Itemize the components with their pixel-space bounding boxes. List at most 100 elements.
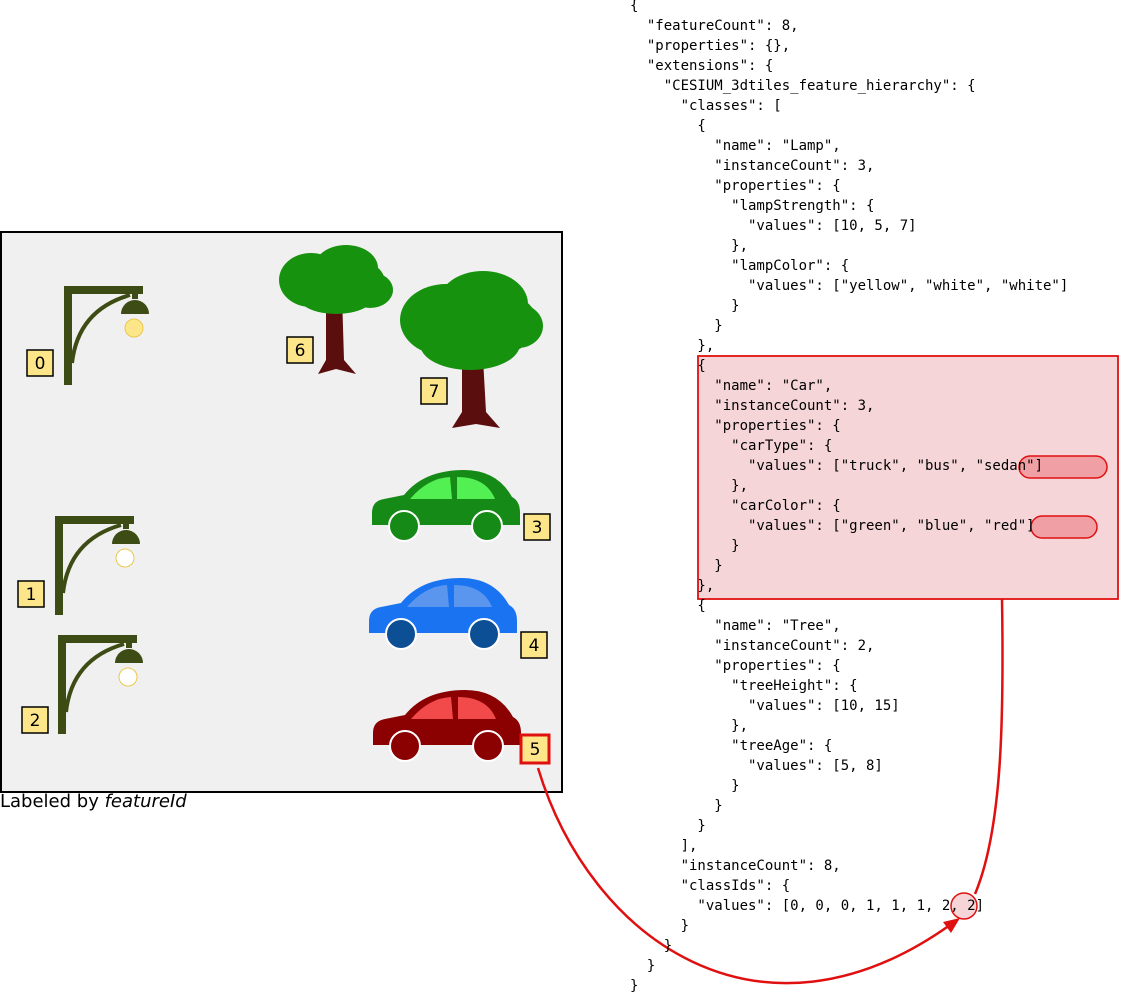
code-line: } [630,798,723,814]
code-line: } [630,318,723,334]
code-line: "instanceCount": 8, [630,858,841,874]
feature-label-text: 2 [30,711,41,731]
feature-label-text: 5 [530,740,541,760]
code-line: }, [630,338,715,354]
tree-trunk [318,295,356,374]
car-4 [369,578,517,650]
code-line: } [630,958,656,974]
lamp-1 [59,518,140,615]
car-wheel [468,618,500,650]
code-line: "extensions": { [630,58,774,74]
code-line: { [630,598,706,614]
code-line: } [630,538,740,554]
token-highlight-sedan [1018,455,1108,479]
tree-foliage [279,245,393,314]
code-line: "treeAge": { [630,738,833,754]
code-line: "values": ["yellow", "white", "white"] [630,278,1069,294]
code-line: } [630,938,673,954]
feature-label-0: 0 [26,349,54,377]
feature-label-5: 5 [519,733,551,765]
code-line: "values": [0, 0, 0, 1, 1, 1, 2, 2] [630,898,985,914]
code-line: "properties": { [630,418,841,434]
code-line: "name": "Car", [630,378,833,394]
feature-label-text: 4 [529,636,540,656]
code-line: "values": ["green", "blue", "red"] [630,518,1035,534]
code-line: { [630,0,639,14]
feature-label-7: 7 [420,377,448,405]
lamp-bulb-white [115,548,135,568]
car-window [407,585,449,607]
feature-label-2: 2 [21,706,49,734]
code-line: } [630,558,723,574]
code-line: "values": ["truck", "bus", "sedan"] [630,458,1044,474]
code-line: { [630,358,706,374]
code-line: }, [630,578,715,594]
token-highlight-classid [950,892,978,920]
car-window [410,477,452,499]
lamp-bulb-white [118,667,138,687]
code-line: "carType": { [630,438,833,454]
code-line: "values": [5, 8] [630,758,883,774]
arrow-feature-to-classid [536,767,960,985]
lamp-0 [68,288,149,385]
code-line: "instanceCount": 3, [630,158,875,174]
code-line: ], [630,838,698,854]
feature-label-text: 1 [26,585,37,605]
feature-label-1: 1 [17,580,45,608]
code-line: "classes": [ [630,98,782,114]
feature-label-text: 0 [35,354,46,374]
code-line: { [630,118,706,134]
lamp-2 [62,637,143,734]
code-line: "name": "Tree", [630,618,841,634]
code-line: "lampColor": { [630,258,850,274]
lamp-bulb-yellow [124,318,144,338]
car-wheel [388,510,420,542]
car-3 [372,470,520,542]
token-highlight-red [1030,515,1098,539]
car-wheel [389,730,421,762]
feature-label-4: 4 [520,631,548,659]
code-line: "properties": { [630,178,841,194]
car-window [457,477,495,499]
code-line: "CESIUM_3dtiles_feature_hierarchy": { [630,78,976,94]
feature-label-3: 3 [523,513,551,541]
caption-emphasis: featureId [104,791,187,812]
code-line: "values": [10, 5, 7] [630,218,917,234]
code-line: "featureCount": 8, [630,18,799,34]
car-window [411,697,453,719]
car-window [458,697,496,719]
car-wheel [472,730,504,762]
code-line: "instanceCount": 3, [630,398,875,414]
code-line: } [630,918,690,934]
code-line: "classIds": { [630,878,791,894]
code-line: "properties": {}, [630,38,791,54]
code-line: "values": [10, 15] [630,698,900,714]
scene-caption: Labeled by featureId [0,790,187,814]
code-line: "instanceCount": 2, [630,638,875,654]
car-wheel [471,510,503,542]
code-line: "lampStrength": { [630,198,875,214]
feature-label-6: 6 [286,336,314,364]
arrow-classid-to-car-class [973,598,1004,895]
tree-foliage [400,271,543,370]
code-line: "name": "Lamp", [630,138,841,154]
tree-6 [279,245,393,374]
feature-label-text: 3 [532,518,543,538]
code-line: } [630,778,740,794]
code-line: "treeHeight": { [630,678,858,694]
code-line: } [630,978,639,994]
car-wheel [385,618,417,650]
car-window [454,585,492,607]
code-line: "carColor": { [630,498,841,514]
code-line: } [630,818,706,834]
code-line: }, [630,238,749,254]
code-line: } [630,298,740,314]
code-line: }, [630,718,749,734]
car-5 [373,690,521,762]
caption-prefix: Labeled by [0,791,105,812]
feature-label-text: 6 [295,341,306,361]
tree-7 [400,271,543,428]
code-line: }, [630,478,749,494]
code-line: "properties": { [630,658,841,674]
